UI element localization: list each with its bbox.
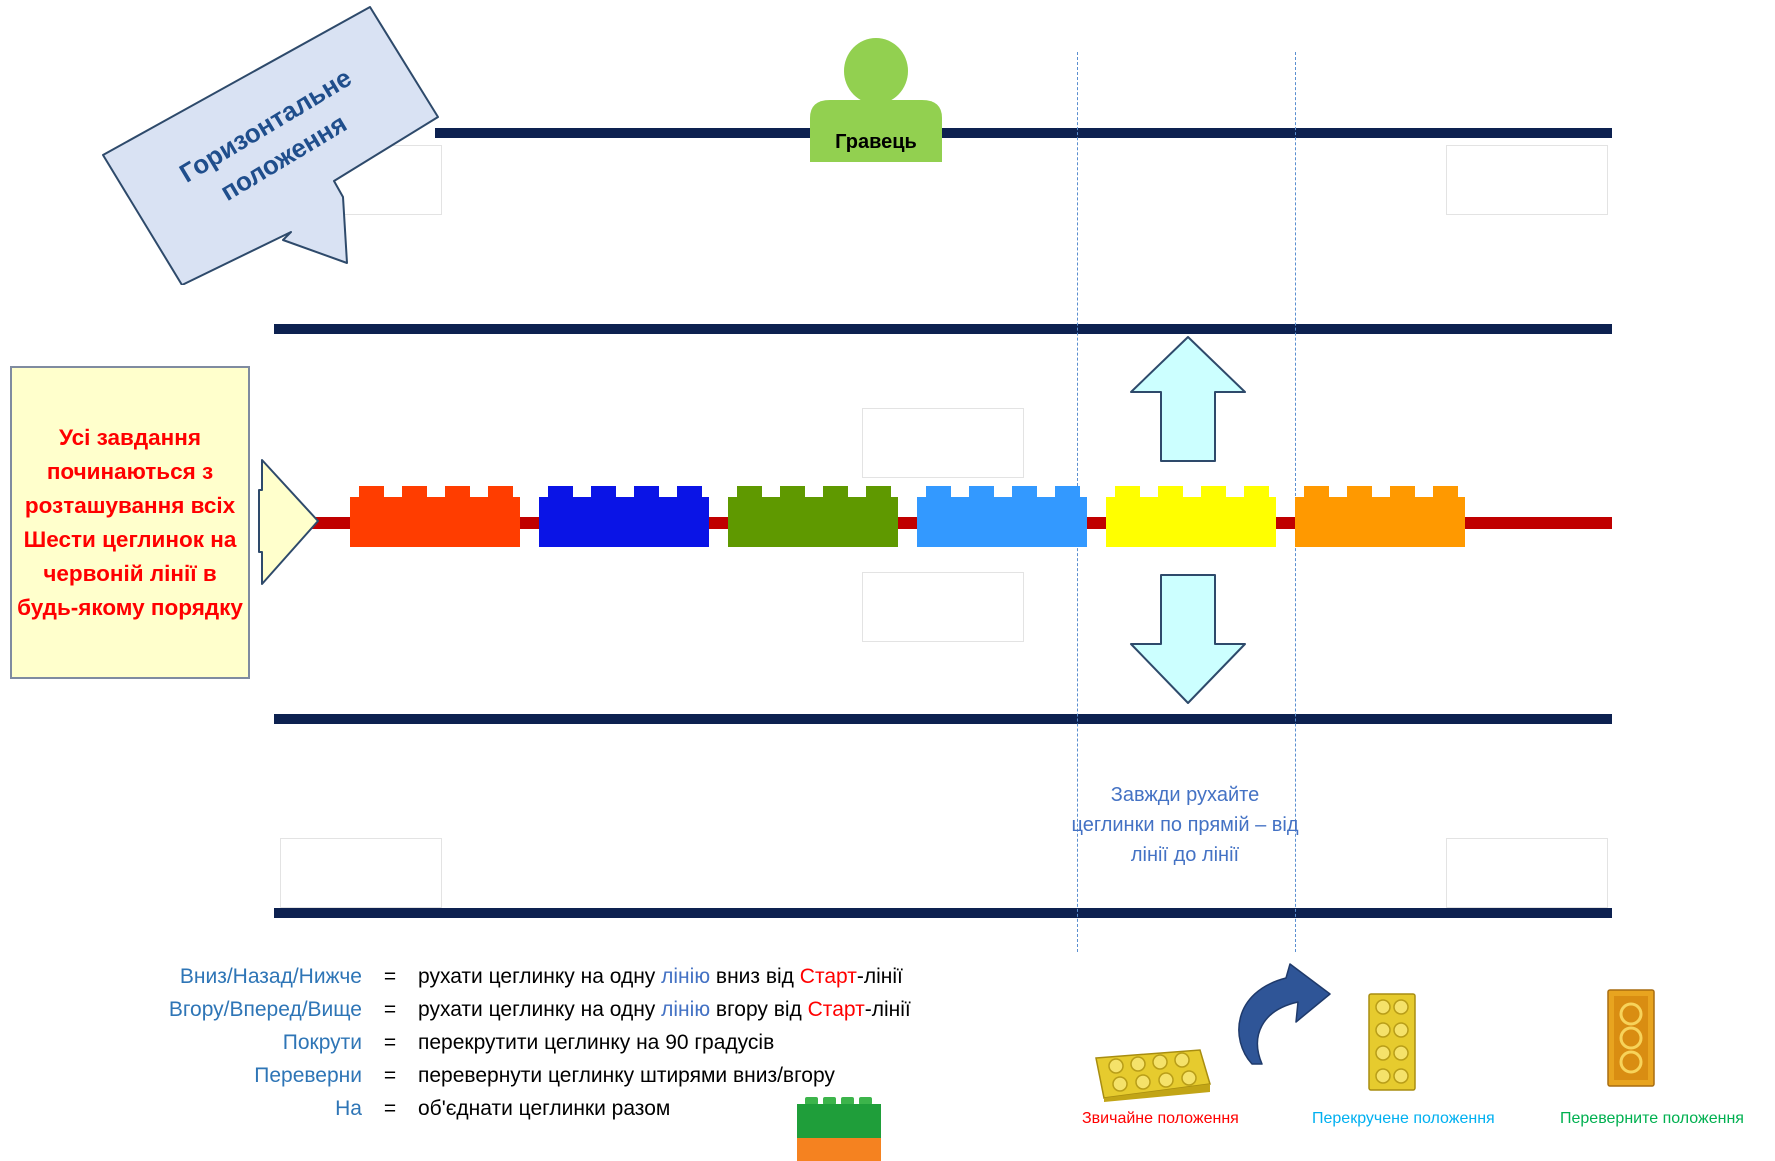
legend-row: На = об'єднати цеглинки разом	[90, 1092, 911, 1125]
legend-description: перевернути цеглинку штирями вниз/вгору	[418, 1064, 835, 1087]
brick-body	[1295, 497, 1465, 547]
brick-stud	[634, 486, 659, 497]
brick-body	[539, 497, 709, 547]
brick-stud	[823, 486, 848, 497]
brick	[917, 486, 1087, 547]
brick-stud	[402, 486, 427, 497]
brick-stud	[1055, 486, 1080, 497]
brick-stud	[1115, 486, 1140, 497]
brick-normal-icon	[1095, 1049, 1211, 1102]
brick-flipped-icon	[1607, 989, 1655, 1087]
brick	[1295, 486, 1465, 547]
caption-rotated-position: Перекручене положення	[1312, 1110, 1495, 1127]
note-arrow-icon	[258, 459, 319, 585]
instruction-note: Усі завдання починаються з розташування …	[10, 366, 250, 679]
arrow-down-icon	[1130, 574, 1246, 704]
legend-row: Переверни = перевернути цеглинку штирями…	[90, 1059, 911, 1092]
banner-callout: Горизонтальне положення	[102, 6, 439, 285]
brick-stud	[445, 486, 470, 497]
placeholder-box	[862, 408, 1024, 478]
brick	[350, 486, 520, 547]
caption-normal-position: Звичайне положення	[1082, 1110, 1239, 1127]
brick-body	[350, 497, 520, 547]
brick-stud	[591, 486, 616, 497]
brick-body	[728, 497, 898, 547]
arrow-up-icon	[1130, 336, 1246, 462]
player-label: Гравець	[835, 131, 917, 153]
brick-stud	[1347, 486, 1372, 497]
brick-stud	[969, 486, 994, 497]
brick-rotated-icon	[1368, 993, 1416, 1091]
legend-description: рухати цеглинку на одну лінію вгору від …	[418, 998, 911, 1021]
brick-stud	[737, 486, 762, 497]
legend-term: Переверни	[254, 1064, 362, 1087]
legend-row: Покрути = перекрутити цеглинку на 90 гра…	[90, 1026, 911, 1059]
brick-stud	[1012, 486, 1037, 497]
brick-stud	[866, 486, 891, 497]
placeholder-box	[1446, 838, 1608, 908]
legend-description: рухати цеглинку на одну лінію вниз від С…	[418, 965, 903, 988]
brick-stud	[488, 486, 513, 497]
legend-equals: =	[383, 1097, 397, 1120]
legend-description: перекрутити цеглинку на 90 градусів	[418, 1031, 775, 1054]
brick-stud	[780, 486, 805, 497]
legend-equals: =	[383, 998, 397, 1021]
legend-equals: =	[383, 1064, 397, 1087]
placeholder-box	[862, 572, 1024, 642]
legend-term: Вгору/Вперед/Вище	[168, 998, 362, 1021]
brick	[539, 486, 709, 547]
legend-row: Вгору/Вперед/Вище = рухати цеглинку на о…	[90, 993, 911, 1026]
tip-text: Завжди рухайте цеглинки по прямій – від …	[1071, 784, 1299, 866]
brick-stud	[1201, 486, 1226, 497]
brick-stud	[1390, 486, 1415, 497]
player-icon	[810, 38, 942, 162]
legend-term: На	[335, 1097, 362, 1120]
legend-equals: =	[383, 1031, 397, 1054]
curved-arrow-icon	[1238, 963, 1331, 1065]
legend-row: Вниз/Назад/Нижче = рухати цеглинку на од…	[90, 960, 911, 993]
bricks-row	[350, 486, 1465, 547]
brick-stud	[548, 486, 573, 497]
legend-equals: =	[383, 965, 397, 988]
brick-stud	[1433, 486, 1458, 497]
line-lower	[274, 714, 1612, 724]
line-upper	[274, 324, 1612, 334]
stacked-bricks-icon	[797, 1097, 881, 1161]
legend-term: Вниз/Назад/Нижче	[179, 965, 362, 988]
brick	[728, 486, 898, 547]
placeholder-box	[280, 838, 442, 908]
brick-stud	[677, 486, 702, 497]
brick-stud	[1304, 486, 1329, 497]
caption-flipped-position: Переверните положення	[1560, 1110, 1744, 1127]
brick-stud	[1244, 486, 1269, 497]
brick-body	[1106, 497, 1276, 547]
legend-description: об'єднати цеглинки разом	[418, 1097, 671, 1120]
brick	[1106, 486, 1276, 547]
line-top	[435, 128, 1612, 138]
legend-term: Покрути	[282, 1031, 362, 1054]
brick-stud	[1158, 486, 1183, 497]
placeholder-box	[1446, 145, 1608, 215]
brick-stud	[926, 486, 951, 497]
line-bottom	[274, 908, 1612, 918]
brick-body	[917, 497, 1087, 547]
brick-stud	[359, 486, 384, 497]
legend: Вниз/Назад/Нижче = рухати цеглинку на од…	[90, 960, 911, 1125]
